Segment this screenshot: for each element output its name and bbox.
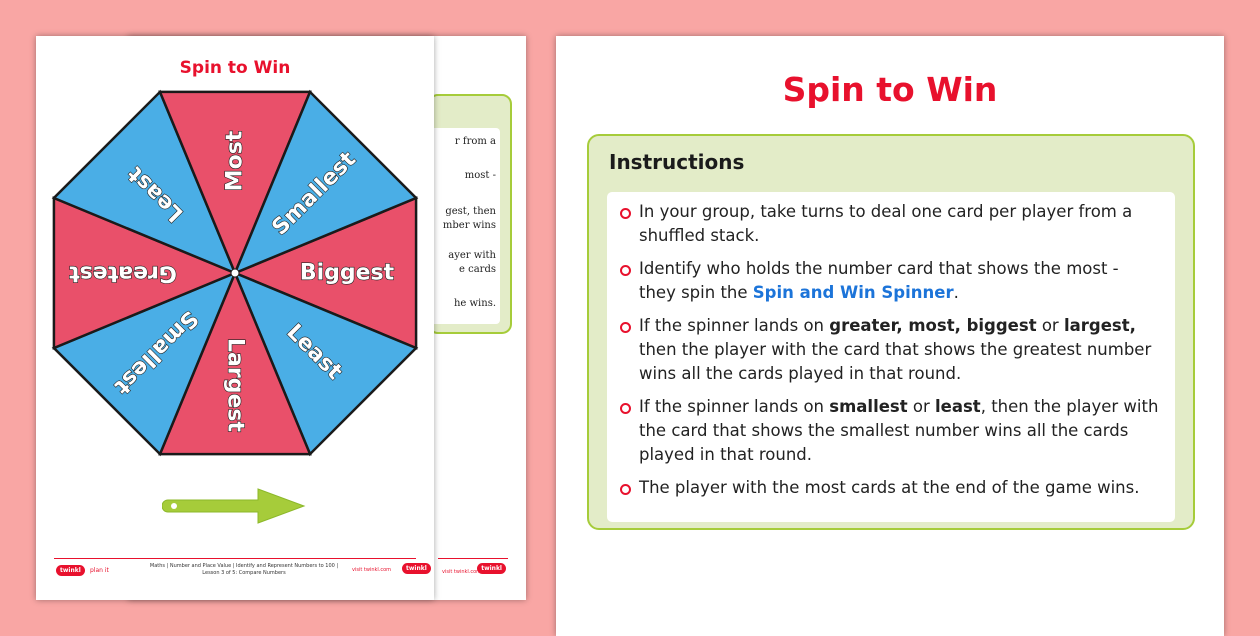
instructions-heading: Instructions	[609, 150, 745, 174]
instructions-box: Instructions In your group, take turns t…	[587, 134, 1195, 530]
back-text-fragment: most -	[464, 170, 496, 181]
spinner-link[interactable]: Spin and Win Spinner	[752, 283, 954, 302]
back-text-fragment: r from a	[454, 136, 496, 147]
spinner-label: Greatest	[69, 261, 177, 286]
back-text-fragment: mber wins	[442, 220, 496, 231]
instruction-text: If the spinner lands on	[639, 397, 830, 416]
back-instructions-box: r from a most - gest, then mber wins ayer wi…	[428, 94, 512, 334]
instruction-text: then the player with the card that shows…	[639, 340, 1152, 383]
twinkl-logo: twinkl	[56, 565, 85, 576]
site-link: visit twinkl.com	[352, 567, 392, 573]
spinner-center	[230, 268, 240, 278]
instructions-list: In your group, take turns to deal one ca…	[607, 192, 1175, 522]
spinner-label: Most	[223, 130, 248, 191]
instruction-item: If the spinner lands on smallest or leas…	[607, 395, 1175, 467]
spinner-segment	[232, 89, 419, 276]
spinner: BiggestLeastLargestSmallestGreatestLeast…	[51, 89, 419, 457]
twinkl-logo: twinkl	[402, 563, 431, 574]
back-footer: visit twinkl.com twinkl	[438, 558, 508, 589]
instruction-text: .	[953, 283, 959, 302]
instruction-item: Identify who holds the number card that …	[607, 257, 1175, 305]
instructions-page: Spin to Win Instructions In your group, …	[556, 36, 1224, 636]
instruction-text: In your group, take turns to deal one ca…	[639, 202, 1133, 245]
instruction-text: or	[907, 397, 935, 416]
spinner-label: Largest	[223, 338, 248, 432]
instruction-text: The player with the most cards at the en…	[639, 478, 1140, 497]
instruction-text: largest,	[1063, 316, 1136, 335]
instruction-item: The player with the most cards at the en…	[607, 476, 1175, 500]
page-footer: twinkl plan it Maths | Number and Place …	[54, 558, 431, 589]
footer-line-1: Maths | Number and Place Value | Identif…	[149, 563, 339, 569]
instruction-text: , then the player with the card that sho…	[639, 397, 1159, 464]
back-text-fragment: e cards	[459, 264, 496, 275]
spinner-title: Spin to Win	[179, 58, 291, 78]
back-text-fragment: he wins.	[453, 298, 496, 309]
twinkl-logo: twinkl	[477, 563, 506, 574]
page-title: Spin to Win	[782, 70, 998, 109]
spinner-arrow-icon	[162, 488, 306, 524]
site-link: visit twinkl.com	[442, 569, 482, 575]
back-text-fragment: ayer with	[448, 250, 496, 261]
instruction-text: Identify who holds the number card that …	[639, 259, 1119, 302]
instruction-item: If the spinner lands on greater, most, b…	[607, 314, 1175, 386]
footer-line-2: Lesson 3 of 5: Compare Numbers	[202, 570, 286, 576]
instruction-text: least	[935, 397, 981, 416]
instruction-item: In your group, take turns to deal one ca…	[607, 200, 1175, 248]
instruction-text: smallest	[829, 397, 908, 416]
instruction-text: greater, most, biggest	[829, 316, 1037, 335]
instruction-text: If the spinner lands on	[639, 316, 830, 335]
plan-it-logo: plan it	[90, 567, 109, 574]
instruction-text: or	[1036, 316, 1064, 335]
back-text-fragment: gest, then	[445, 206, 496, 217]
spinner-label: Biggest	[300, 261, 395, 286]
